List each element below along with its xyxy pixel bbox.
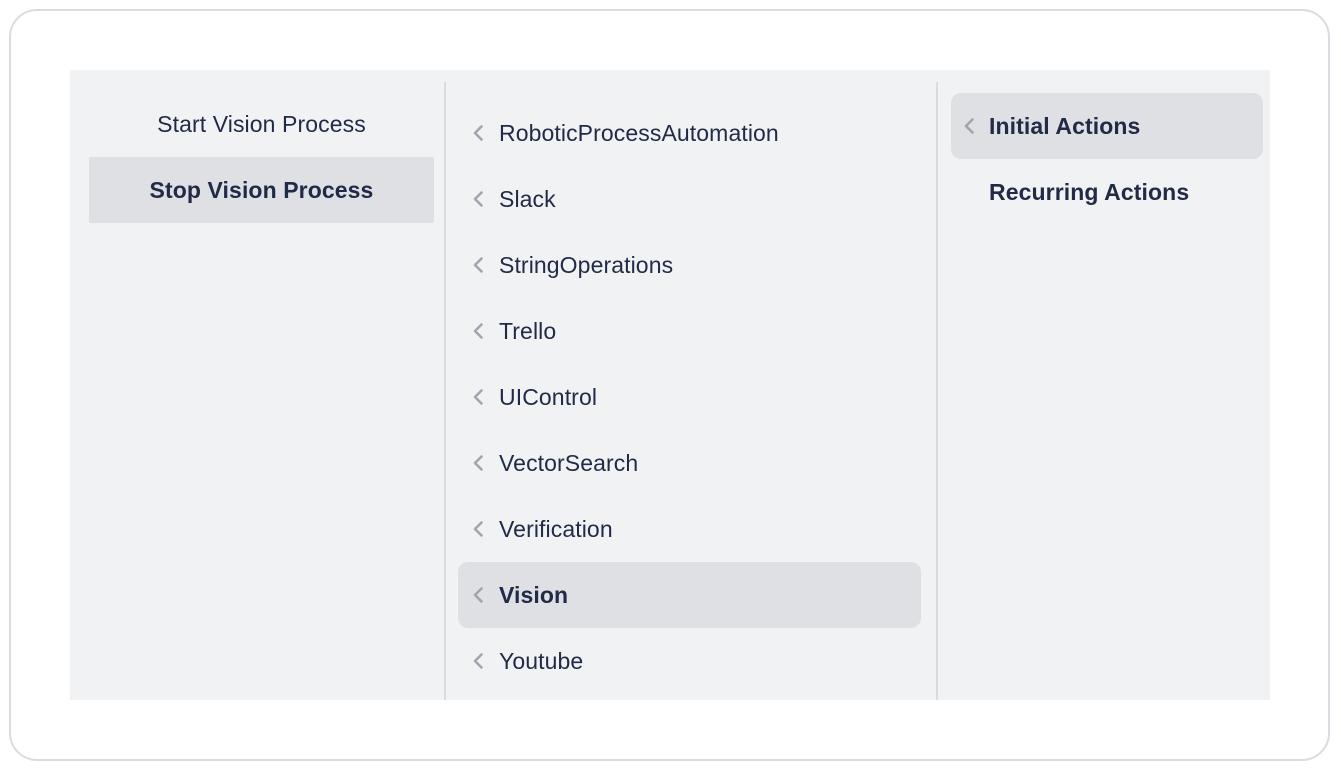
menu-item-label: Slack bbox=[499, 185, 556, 212]
menu-item-stop-vision-process[interactable]: Stop Vision Process bbox=[89, 157, 434, 223]
chevron-left-icon bbox=[470, 387, 486, 407]
menu-item-label: Youtube bbox=[499, 647, 584, 674]
chevron-left-icon bbox=[470, 585, 486, 605]
menu-item-label: RoboticProcessAutomation bbox=[499, 119, 779, 146]
menu-item-slack[interactable]: Slack bbox=[458, 166, 921, 232]
chevron-left-icon bbox=[470, 123, 486, 143]
chevron-left-icon bbox=[470, 255, 486, 275]
menu-item-label: Verification bbox=[499, 515, 613, 542]
menu-item-label: Vision bbox=[499, 581, 569, 608]
column-divider bbox=[444, 82, 446, 700]
chevron-left-icon bbox=[470, 519, 486, 539]
menu-item-label: StringOperations bbox=[499, 251, 674, 278]
menu-item-label: UIControl bbox=[499, 383, 598, 410]
menu-item-vectorsearch[interactable]: VectorSearch bbox=[458, 430, 921, 496]
process-actions-column: Start Vision Process Stop Vision Process bbox=[70, 70, 445, 700]
chevron-left-icon bbox=[470, 321, 486, 341]
menu-item-uicontrol[interactable]: UIControl bbox=[458, 364, 921, 430]
menu-item-label: Trello bbox=[499, 317, 557, 344]
menu-item-roboticprocessautomation[interactable]: RoboticProcessAutomation bbox=[458, 100, 921, 166]
menu-item-label: Initial Actions bbox=[989, 112, 1141, 139]
menu-item-stringoperations[interactable]: StringOperations bbox=[458, 232, 921, 298]
cascading-menu-panel: Start Vision Process Stop Vision Process… bbox=[70, 70, 1270, 700]
menu-item-trello[interactable]: Trello bbox=[458, 298, 921, 364]
menu-item-initial-actions[interactable]: Initial Actions bbox=[951, 93, 1263, 159]
menu-item-verification[interactable]: Verification bbox=[458, 496, 921, 562]
menu-item-start-vision-process[interactable]: Start Vision Process bbox=[89, 91, 434, 157]
action-groups-column: Initial Actions Recurring Actions bbox=[937, 70, 1270, 700]
column-divider bbox=[936, 82, 938, 700]
menu-item-label: Start Vision Process bbox=[157, 110, 366, 137]
categories-column: RoboticProcessAutomation Slack StringOpe… bbox=[445, 70, 937, 700]
menu-item-youtube[interactable]: Youtube bbox=[458, 628, 921, 694]
chevron-left-icon bbox=[961, 116, 977, 136]
menu-item-vision[interactable]: Vision bbox=[458, 562, 921, 628]
menu-item-recurring-actions[interactable]: Recurring Actions bbox=[951, 159, 1263, 225]
chevron-left-icon bbox=[470, 189, 486, 209]
menu-item-label: Recurring Actions bbox=[989, 178, 1190, 205]
menu-item-label: VectorSearch bbox=[499, 449, 639, 476]
chevron-left-icon bbox=[470, 651, 486, 671]
chevron-left-icon bbox=[470, 453, 486, 473]
menu-item-label: Stop Vision Process bbox=[149, 176, 374, 203]
